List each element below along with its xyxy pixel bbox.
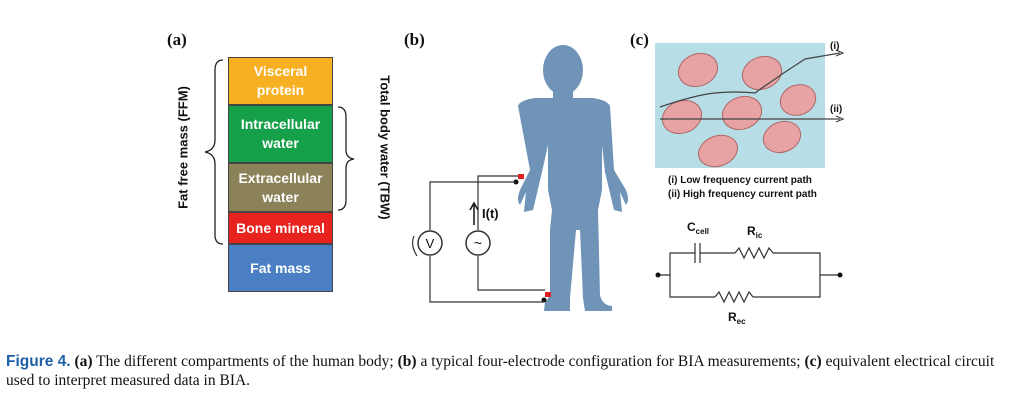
legend-high-frequency: (ii) High frequency current path [668, 189, 817, 200]
caption-a-label: (a) [74, 353, 93, 370]
r-ec-resistor [714, 290, 754, 304]
path-i-label: (i) [830, 41, 839, 52]
caption-b-text: a typical four-electrode configuration f… [416, 353, 805, 370]
block-intracellular-water: Intracellular water [228, 105, 333, 163]
panel-a-label: (a) [167, 30, 187, 49]
path-ii-label: (ii) [830, 104, 842, 115]
voltmeter-arrow-arc [411, 235, 418, 257]
block-fat-mass: Fat mass [228, 244, 333, 292]
tbw-brace [337, 106, 355, 211]
terminal-left [655, 272, 661, 278]
r-ic-label: Ric [747, 224, 763, 240]
voltmeter-label: V [426, 236, 435, 251]
caption-b-label: (b) [397, 353, 417, 370]
voltmeter [417, 230, 443, 256]
current-label: I(t) [482, 206, 499, 221]
current-arrow [469, 201, 479, 225]
electrode-hand-1 [518, 174, 524, 179]
ac-source [465, 230, 491, 256]
electrode-foot-2 [541, 297, 547, 303]
ffm-brace [204, 59, 224, 245]
block-visceral-protein: Visceral protein [228, 57, 333, 105]
legend-low-frequency: (i) Low frequency current path [668, 175, 812, 186]
block-extracellular-water: Extracellular water [228, 163, 333, 212]
terminal-right [837, 272, 843, 278]
cells [661, 52, 817, 168]
bia-electrode-diagram: V ~ I(t) [411, 45, 628, 311]
equivalent-circuit-diagram: (i) (ii) (i) Low frequency current path … [655, 41, 845, 326]
caption-c-label: (c) [804, 353, 822, 370]
caption-figure-number: Figure 4. [6, 353, 71, 370]
caption-a-text: The different compartments of the human … [92, 353, 398, 370]
ffm-label: Fat free mass (FFM) [175, 86, 191, 209]
block-bone-mineral: Bone mineral [228, 212, 333, 244]
electrode-foot-1 [545, 292, 551, 297]
human-body-figure [518, 45, 628, 311]
c-cell-label: Ccell [687, 220, 709, 236]
panel-c-label: (c) [630, 30, 649, 49]
circuit [658, 243, 840, 304]
circuit-wires [429, 175, 545, 303]
r-ec-label: Rec [728, 310, 746, 326]
panel-b-label: (b) [404, 30, 425, 49]
caption-c-text: equivalent electrical circuit used to in… [6, 353, 995, 389]
figure-caption: Figure 4. (a) The different compartments… [6, 352, 1016, 390]
low-frequency-path [659, 52, 841, 108]
r-ic-resistor [734, 246, 774, 260]
ac-source-label: ~ [474, 235, 482, 251]
